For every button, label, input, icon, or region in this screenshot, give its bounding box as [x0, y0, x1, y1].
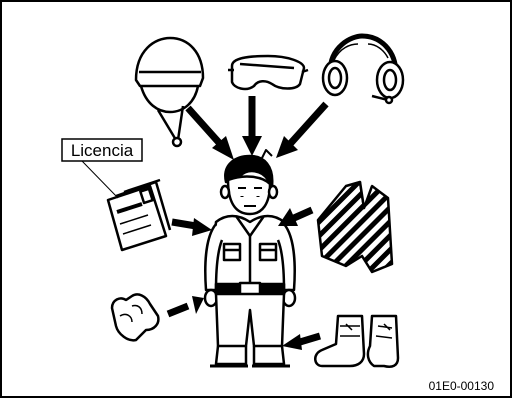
figure-code: 01E0-00130 — [429, 379, 495, 393]
license-label: Licencia — [62, 139, 142, 161]
license-label-text: Licencia — [71, 141, 134, 160]
